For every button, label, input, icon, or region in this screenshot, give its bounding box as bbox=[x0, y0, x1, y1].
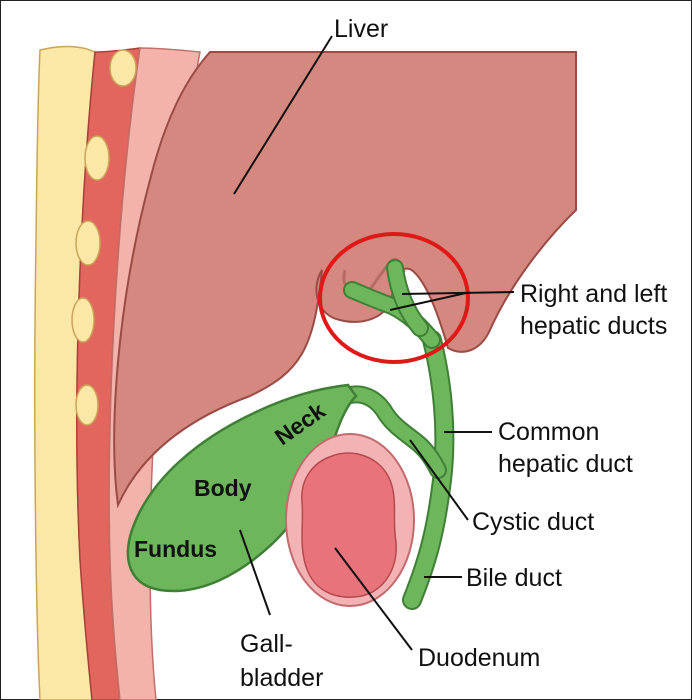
rib-cartilage-2 bbox=[85, 136, 109, 180]
gallbladder-label-line2: bladder bbox=[240, 664, 323, 692]
rib-cartilage-4 bbox=[72, 298, 94, 342]
duodenum-lumen bbox=[302, 453, 396, 597]
hepatic-ducts-label-line2: hepatic ducts bbox=[520, 312, 667, 340]
fundus-label: Fundus bbox=[134, 536, 217, 562]
liver-label: Liver bbox=[334, 15, 388, 43]
rib-cartilage-5 bbox=[76, 385, 98, 425]
common-hepatic-label-line1: Common bbox=[498, 418, 599, 446]
bile-duct-label: Bile duct bbox=[466, 564, 562, 592]
body-label: Body bbox=[194, 475, 252, 501]
common-hepatic-label-line2: hepatic duct bbox=[498, 450, 633, 478]
hepatic-ducts-label-line1: Right and left bbox=[520, 280, 667, 308]
cystic-duct-label: Cystic duct bbox=[472, 508, 594, 536]
duodenum-label: Duodenum bbox=[418, 644, 540, 672]
duodenum bbox=[286, 434, 414, 606]
gallbladder-label-line1: Gall- bbox=[240, 630, 293, 658]
rib-cartilage-1 bbox=[110, 50, 136, 86]
rib-cartilage-3 bbox=[76, 221, 100, 265]
